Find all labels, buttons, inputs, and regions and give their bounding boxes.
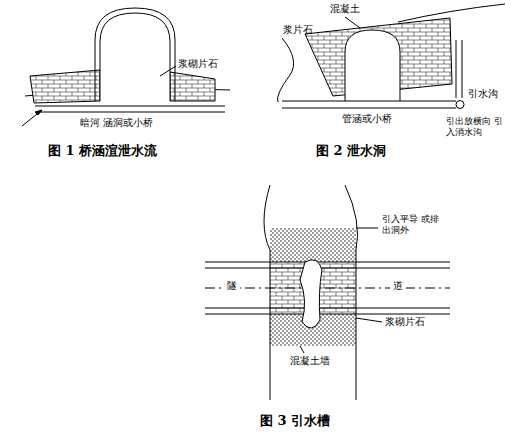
part-label: 管涵或小桥 — [342, 113, 392, 126]
tunnel-label: 道 — [390, 280, 406, 293]
part-label: 浆片石 — [283, 24, 313, 37]
figure-1 — [22, 8, 230, 126]
figure-caption: 图 2 泄水洞 — [316, 143, 386, 159]
figure-caption: 图 1 桥涵渲泄水流 — [48, 143, 157, 159]
figure-2 — [278, 4, 506, 109]
figure-3 — [205, 185, 450, 400]
part-label: 引入平导 或排出洞外 — [382, 214, 442, 237]
part-label: 混凝土墙 — [290, 355, 330, 368]
tunnel-label: 隧 — [224, 280, 240, 293]
part-label: 混凝土 — [330, 3, 360, 16]
part-label: 浆砌片石 — [178, 58, 218, 71]
part-label: 浆砌片石 — [385, 316, 425, 329]
part-label: 暗河 涵洞或小桥 — [80, 117, 153, 130]
part-label: 引出放横向 引入消水沟 — [446, 116, 504, 139]
figure-caption: 图 3 引水槽 — [260, 413, 330, 429]
part-label: 引水沟 — [468, 88, 498, 101]
